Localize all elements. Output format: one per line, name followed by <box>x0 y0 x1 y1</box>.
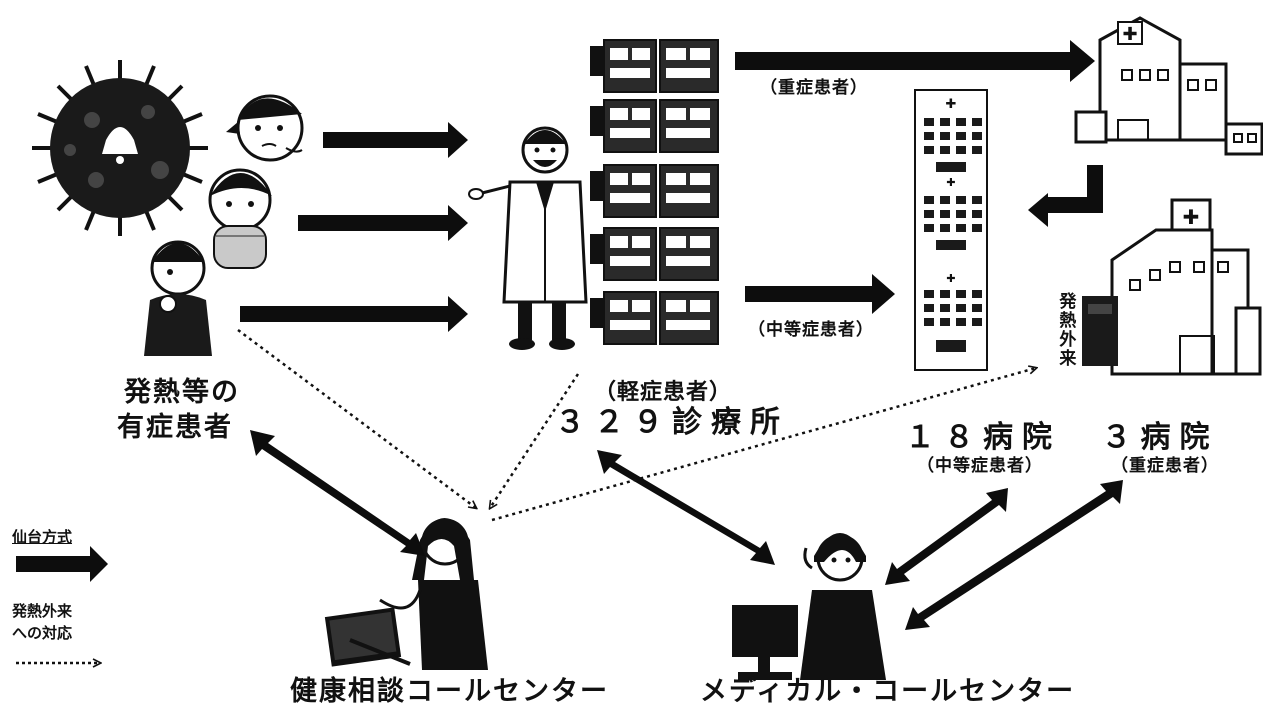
clinic-building <box>590 39 719 93</box>
arrow-patients-to-clinic-3 <box>240 296 468 332</box>
hospitals-3-name: ３病院 <box>1101 420 1219 455</box>
svg-text:✚: ✚ <box>1122 24 1137 45</box>
clinic-building <box>590 291 719 345</box>
fever-outpatient-hospital-building: ✚ <box>1082 198 1262 376</box>
hospitals-3-severity: （重症患者） <box>1111 456 1219 476</box>
medical-call-center-operator-icon <box>732 533 886 680</box>
medical-call-center-label: メディカル・コールセンター <box>700 676 1076 707</box>
virus-icon <box>32 60 208 236</box>
dotted-arrow-patients-to-health-center <box>237 328 476 508</box>
arrow-clinic-to-severe-hospital <box>735 40 1095 82</box>
legend-sendai-label: 仙台方式 <box>12 528 73 546</box>
severe-route-label: （重症患者） <box>760 78 868 98</box>
patient-child-icon <box>208 168 272 269</box>
clinic-building <box>590 99 719 153</box>
arrow-severe-to-moderate-transfer <box>1028 165 1103 227</box>
clinics-severity-label: （軽症患者） <box>593 380 732 405</box>
double-arrow-patients-health-center <box>250 430 425 556</box>
fever-outpatient-sign: 発熱外来 <box>1055 292 1076 368</box>
double-arrow-clinics-medical-center <box>597 450 775 565</box>
legend-fever-label-line1: 発熱外来 <box>12 602 73 620</box>
clinic-building <box>590 164 719 218</box>
clinic-buildings-grid <box>590 39 719 345</box>
arrow-patients-to-clinic-1 <box>323 122 468 158</box>
severe-hospital-building: ✚ <box>1074 16 1263 156</box>
legend-fever-label-line2: への対応 <box>12 624 73 642</box>
double-arrow-18-hospitals-medical-center <box>885 488 1008 585</box>
hospitals-18-name: １８病院 <box>905 420 1061 455</box>
clinics-name-label: ３２９診療所 <box>555 405 789 440</box>
doctor-icon <box>468 126 588 350</box>
double-arrow-3-hospitals-medical-center <box>905 480 1123 630</box>
dotted-arrow-health-center-to-fever-outpatient <box>491 368 1036 522</box>
moderate-hospital-tower: ✚ ✚ ✚ <box>914 89 988 371</box>
patient-girl-icon <box>226 94 304 162</box>
svg-text:✚: ✚ <box>1183 205 1200 229</box>
arrow-clinic-to-moderate-hospital <box>745 274 895 314</box>
moderate-route-label: （中等症患者） <box>748 320 874 340</box>
dotted-arrow-clinics-to-health-center <box>490 373 580 508</box>
health-call-center-operator-icon <box>324 518 488 670</box>
arrow-patients-to-clinic-2 <box>298 205 468 241</box>
clinic-building <box>590 227 719 281</box>
health-call-center-label: 健康相談コールセンター <box>290 676 609 707</box>
patients-label-line2: 有症患者 <box>117 412 233 443</box>
patients-label-line1: 発熱等の <box>124 377 240 408</box>
svg-text:✚: ✚ <box>946 97 957 112</box>
svg-text:✚: ✚ <box>946 272 955 285</box>
patient-elderly-icon <box>144 240 212 356</box>
legend-solid-arrow <box>16 546 108 582</box>
svg-text:✚: ✚ <box>946 176 955 189</box>
hospitals-18-severity: （中等症患者） <box>917 456 1043 476</box>
